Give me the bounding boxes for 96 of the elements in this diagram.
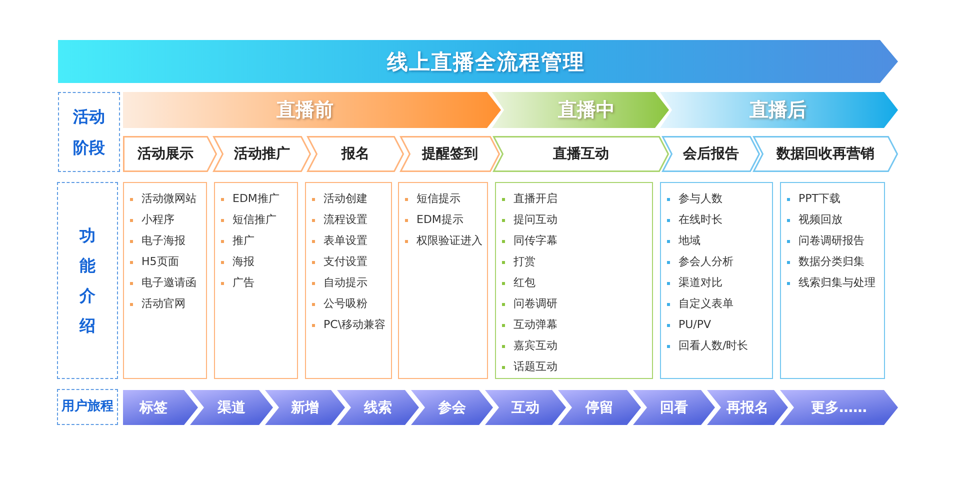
phase-label: 直播前 bbox=[276, 98, 334, 123]
dashed-header-frame bbox=[58, 92, 120, 172]
journey-band bbox=[265, 390, 345, 425]
journey-band bbox=[337, 390, 419, 425]
step-band bbox=[123, 136, 217, 172]
step-label: 会后报告 bbox=[683, 145, 739, 163]
diagram-title: 线上直播全流程管理 bbox=[387, 48, 585, 76]
dashed-header-frame bbox=[57, 389, 118, 425]
feature-item: 公号吸粉 bbox=[311, 293, 368, 314]
feature-item: 活动创建 bbox=[311, 188, 368, 209]
step-label: 直播互动 bbox=[553, 145, 609, 163]
feature-item: PC\移动兼容 bbox=[311, 314, 386, 335]
feature-item: 问卷调研 bbox=[501, 293, 558, 314]
phase-band bbox=[492, 92, 669, 128]
feature-item: 活动官网 bbox=[129, 293, 186, 314]
feature-item: 同传字幕 bbox=[501, 230, 558, 251]
feature-item: 互动弹幕 bbox=[501, 314, 558, 335]
feature-item: PU/PV bbox=[666, 314, 712, 335]
feature-item: PPT下载 bbox=[786, 188, 840, 209]
step-band bbox=[400, 136, 500, 172]
journey-step-label: 新增 bbox=[291, 398, 319, 416]
step-label: 报名 bbox=[342, 145, 370, 163]
row-header: 功能介绍 bbox=[80, 224, 96, 336]
feature-item: 地域 bbox=[666, 230, 700, 251]
feature-item: 活动微网站 bbox=[129, 188, 196, 209]
feature-item: 自动提示 bbox=[311, 272, 368, 293]
step-band bbox=[493, 136, 669, 172]
journey-band bbox=[558, 390, 641, 425]
journey-band bbox=[633, 390, 715, 425]
feature-item: 推广 bbox=[220, 230, 254, 251]
feature-panel bbox=[214, 182, 298, 379]
phase-band bbox=[660, 92, 898, 128]
journey-band bbox=[707, 390, 788, 425]
journey-step-label: 渠道 bbox=[218, 398, 246, 416]
feature-item: 参与人数 bbox=[666, 188, 722, 209]
feature-item: 短信提示 bbox=[404, 188, 460, 209]
journey-step-label: 互动 bbox=[512, 398, 540, 416]
feature-item: 支付设置 bbox=[311, 251, 368, 272]
journey-step-label: 标签 bbox=[140, 398, 168, 416]
feature-panel bbox=[780, 182, 885, 379]
step-band bbox=[307, 136, 404, 172]
feature-item: 渠道对比 bbox=[666, 272, 722, 293]
feature-item: 电子邀请函 bbox=[129, 272, 196, 293]
feature-item: 嘉宾互动 bbox=[501, 335, 558, 356]
journey-step-label: 线索 bbox=[364, 398, 392, 416]
journey-step-label: 参会 bbox=[438, 398, 466, 416]
feature-item: 话题互动 bbox=[501, 356, 558, 377]
step-band bbox=[662, 136, 760, 172]
feature-item: 回看人数/时长 bbox=[666, 335, 748, 356]
feature-item: 广告 bbox=[220, 272, 254, 293]
feature-item: 红包 bbox=[501, 272, 536, 293]
feature-panel bbox=[398, 182, 488, 379]
feature-panel bbox=[495, 182, 653, 379]
feature-panel bbox=[123, 182, 207, 379]
feature-item: 在线时长 bbox=[666, 209, 722, 230]
journey-step-label: 停留 bbox=[586, 398, 614, 416]
journey-band bbox=[411, 390, 493, 425]
feature-item: 短信推广 bbox=[220, 209, 276, 230]
journey-band bbox=[190, 390, 273, 425]
feature-item: 流程设置 bbox=[311, 209, 368, 230]
dashed-header-frame bbox=[57, 182, 118, 379]
journey-band bbox=[123, 390, 198, 425]
feature-item: 线索归集与处理 bbox=[786, 272, 876, 293]
feature-item: EDM推广 bbox=[220, 188, 280, 209]
row-header: 用户旅程 bbox=[62, 398, 114, 416]
journey-band bbox=[780, 390, 898, 425]
feature-item: 视频回放 bbox=[786, 209, 842, 230]
feature-item: 问卷调研报告 bbox=[786, 230, 864, 251]
feature-item: 表单设置 bbox=[311, 230, 368, 251]
step-label: 提醒签到 bbox=[422, 145, 478, 163]
step-band bbox=[753, 136, 898, 172]
phase-label: 直播后 bbox=[750, 98, 806, 123]
feature-item: 提问互动 bbox=[501, 209, 558, 230]
feature-item: 自定义表单 bbox=[666, 293, 734, 314]
feature-item: 海报 bbox=[220, 251, 254, 272]
journey-band bbox=[485, 390, 566, 425]
feature-item: 参会人分析 bbox=[666, 251, 734, 272]
feature-item: 小程序 bbox=[129, 209, 174, 230]
journey-step-label: 回看 bbox=[660, 398, 688, 416]
journey-step-label: 再报名 bbox=[726, 398, 768, 416]
step-label: 活动推广 bbox=[234, 145, 290, 163]
feature-panel bbox=[660, 182, 773, 379]
feature-item: 直播开启 bbox=[501, 188, 558, 209]
feature-item: 权限验证进入 bbox=[404, 230, 482, 251]
feature-item: 数据分类归集 bbox=[786, 251, 864, 272]
feature-item: 打赏 bbox=[501, 251, 536, 272]
row-header: 活动阶段 bbox=[73, 106, 105, 159]
step-band bbox=[213, 136, 311, 172]
feature-panel bbox=[305, 182, 392, 379]
feature-item: H5页面 bbox=[129, 251, 179, 272]
feature-item: EDM提示 bbox=[404, 209, 464, 230]
step-label: 数据回收再营销 bbox=[776, 145, 874, 163]
journey-step-label: 更多…… bbox=[811, 398, 867, 416]
step-label: 活动展示 bbox=[138, 145, 194, 163]
feature-item: 电子海报 bbox=[129, 230, 186, 251]
phase-label: 直播中 bbox=[558, 98, 615, 123]
